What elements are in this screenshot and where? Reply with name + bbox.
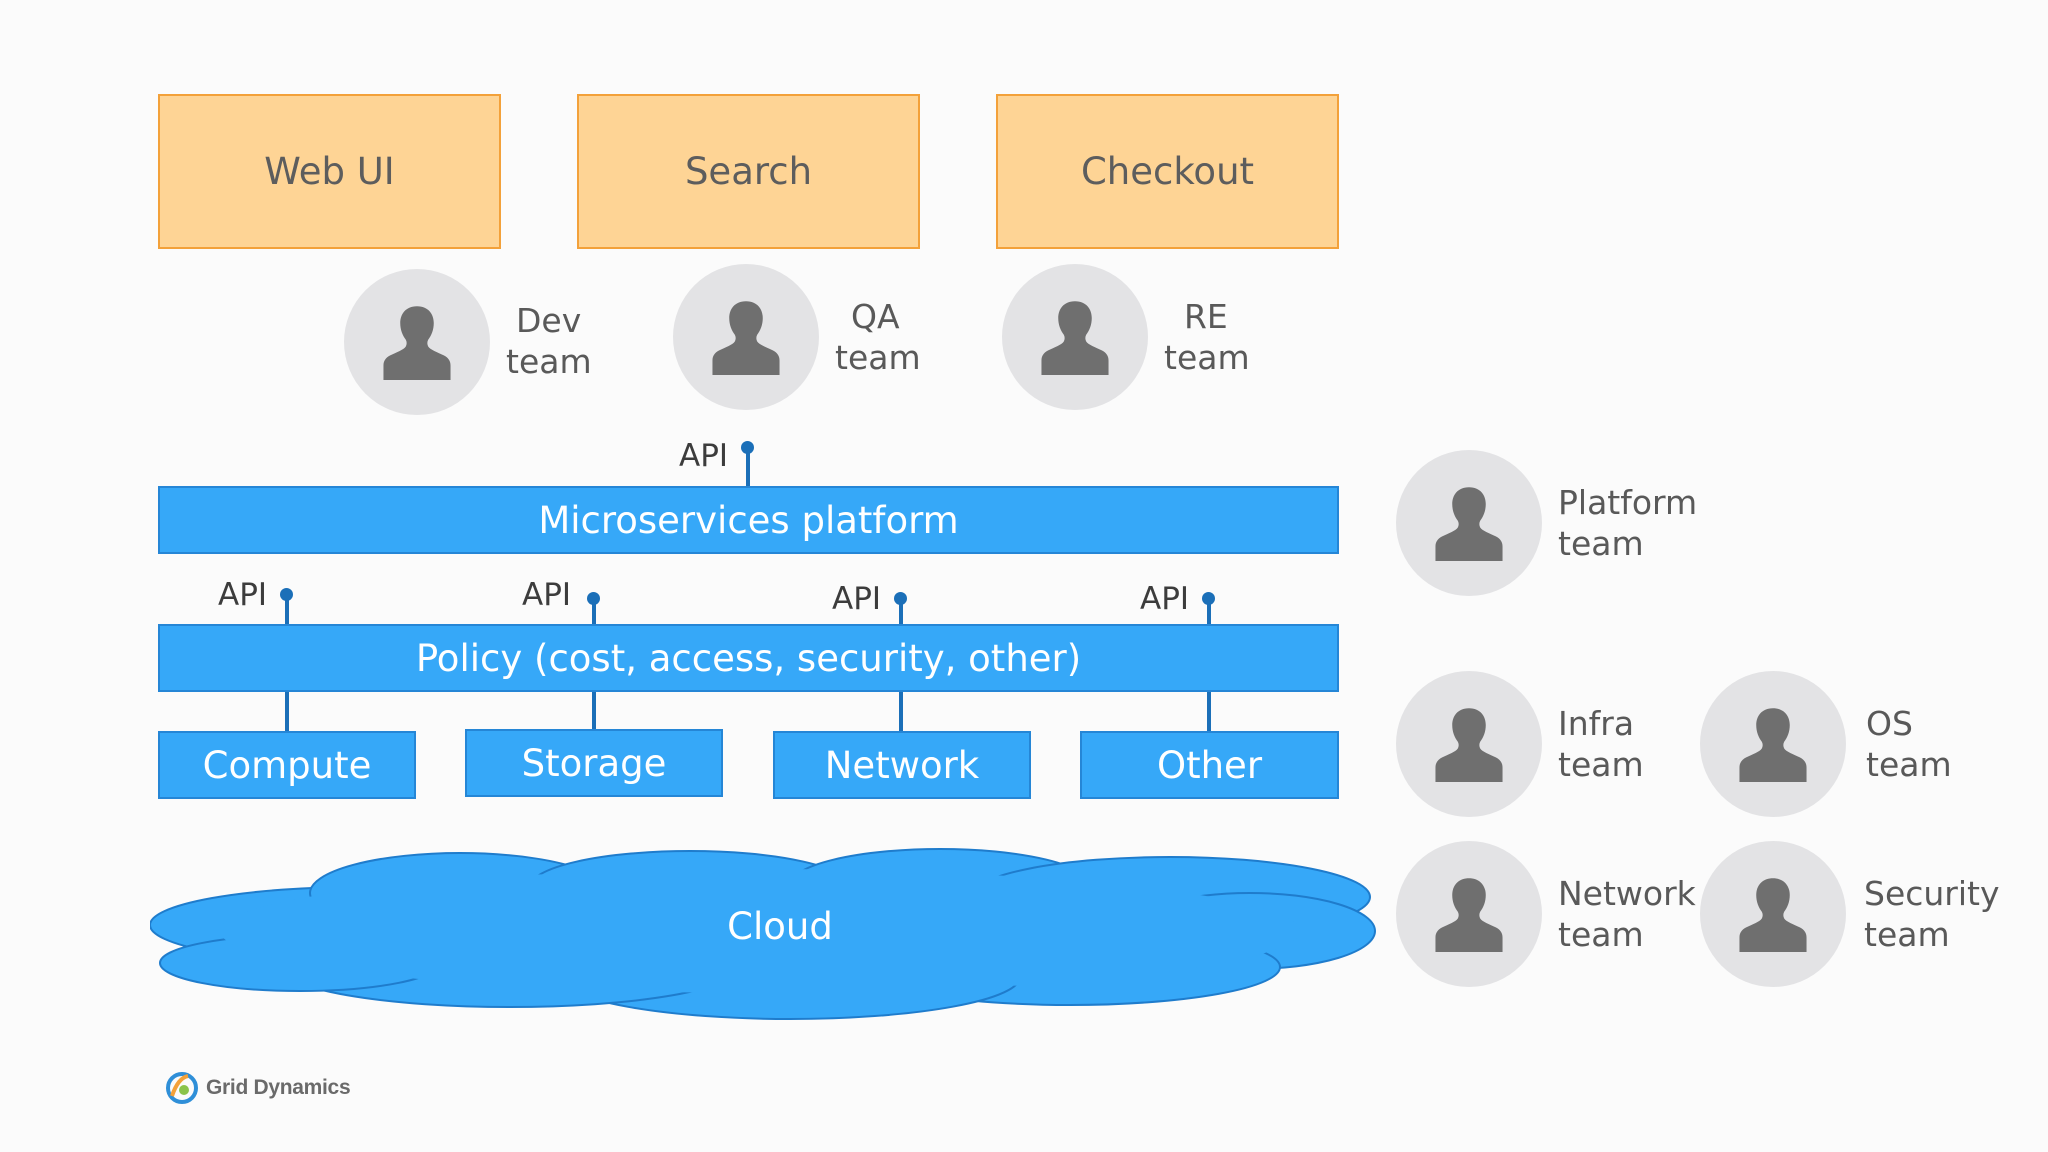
team-label-line: team [1558,745,1644,784]
os-team-label: OS team [1866,703,1952,785]
team-label-line: Network [1558,874,1696,913]
cloud-label: Cloud [727,905,833,948]
team-label-line: Dev [516,301,582,340]
cloud-shape [150,848,1376,1020]
api-connector-storage [592,598,596,626]
network-team-label: Network team [1558,873,1696,955]
grid-dynamics-logo-icon [166,1072,198,1104]
platform-team-avatar [1396,450,1542,596]
team-label-line: Platform [1558,483,1698,522]
network-box: Network [773,731,1031,799]
platform-team-label: Platform team [1558,482,1697,564]
app-box-label: Web UI [264,150,395,193]
app-box-label: Search [684,150,813,193]
infra-team-label: Infra team [1558,703,1644,785]
connector-network [899,692,903,732]
compute-box: Compute [158,731,416,799]
team-label-line: team [1558,524,1644,563]
os-team-avatar [1700,671,1846,817]
api-connector-other [1207,598,1211,626]
re-team-label: RE team [1164,296,1250,378]
dev-team-avatar [344,269,490,415]
person-icon [1435,487,1503,561]
connector-storage [592,692,596,732]
api-label-platform: API [679,438,729,474]
team-label-line: team [1866,745,1952,784]
api-connector-compute [285,594,289,626]
person-icon [1435,878,1503,952]
team-label-line: team [835,338,921,377]
security-team-avatar [1700,841,1846,987]
team-label-line: OS [1866,704,1913,743]
person-icon [1435,708,1503,782]
api-label-other: API [1140,581,1190,617]
api-label-compute: API [218,577,268,613]
resource-label: Storage [521,741,667,785]
storage-box: Storage [465,729,723,797]
team-label-line: team [1558,915,1644,954]
resource-label: Other [1156,743,1263,787]
policy-label: Policy (cost, access, security, other) [415,636,1082,680]
api-connector-dot [894,592,907,605]
person-icon [1739,708,1807,782]
api-connector-dot [280,588,293,601]
platform-label: Microservices platform [538,498,959,542]
qa-team-avatar [673,264,819,410]
qa-team-label: QA team [835,296,921,378]
security-team-label: Security team [1864,873,2000,955]
infra-team-avatar [1396,671,1542,817]
dev-team-label: Dev team [506,300,592,382]
api-label-network: API [832,581,882,617]
connector-other [1207,692,1211,732]
team-label-line: team [506,342,592,381]
team-label-line: QA [851,297,900,336]
team-label-line: Infra [1558,704,1635,743]
person-icon [712,301,780,375]
network-team-avatar [1396,841,1542,987]
person-icon [383,306,451,380]
app-box-search: Search [577,94,920,249]
team-label-line: team [1864,915,1950,954]
api-label-storage: API [522,577,572,613]
team-label-line: team [1164,338,1250,377]
logo-text: Grid Dynamics [206,1076,351,1099]
policy-bar: Policy (cost, access, security, other) [158,624,1339,692]
microservices-platform-bar: Microservices platform [158,486,1339,554]
app-box-label: Checkout [1080,150,1255,193]
grid-dynamics-logo: Grid Dynamics [164,1070,351,1106]
api-connector-dot [1202,592,1215,605]
team-label-line: Security [1864,874,2000,913]
resource-label: Compute [202,743,372,787]
app-box-web-ui: Web UI [158,94,501,249]
resource-label: Network [824,743,980,787]
api-connector-platform [746,447,750,489]
api-connector-dot [587,592,600,605]
connector-compute [285,692,289,732]
other-box: Other [1080,731,1339,799]
api-connector-dot [741,441,754,454]
re-team-avatar [1002,264,1148,410]
person-icon [1041,301,1109,375]
api-connector-network [899,598,903,626]
team-label-line: RE [1184,297,1228,336]
app-box-checkout: Checkout [996,94,1339,249]
person-icon [1739,878,1807,952]
